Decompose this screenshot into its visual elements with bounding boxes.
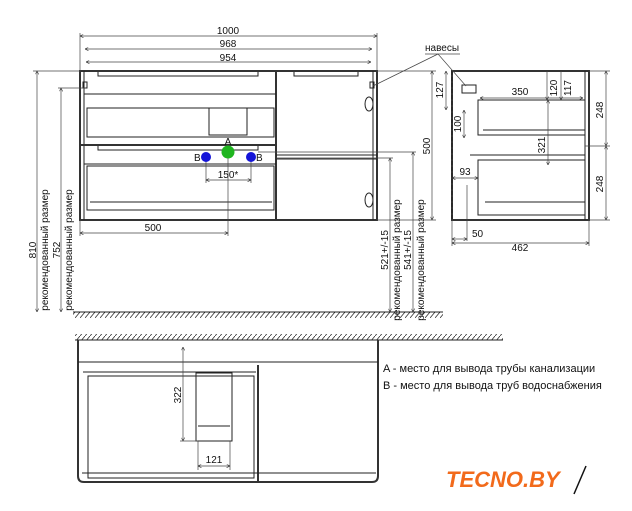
dim-541: 541+/-15 (403, 230, 414, 270)
side-view: навесы 127 120 117 350 100 321 93 248 24… (372, 43, 610, 254)
front-view: 1000 968 954 500 150* A B B 810 рекоменд… (28, 26, 443, 321)
label-a: A (225, 137, 232, 148)
wall-hatch (75, 334, 503, 340)
dim-350: 350 (512, 87, 529, 98)
dim-117: 117 (563, 80, 574, 96)
dim-127: 127 (435, 81, 446, 98)
dim-521: 521+/-15 (380, 230, 391, 270)
hinge-cup-icon (364, 192, 374, 208)
recommended-size-label: рекомендованный размер (64, 189, 75, 311)
logo-text: TECNO.BY (446, 467, 562, 492)
dim-954: 954 (220, 53, 237, 64)
recommended-size-label: рекомендованный размер (40, 189, 51, 311)
dim-322: 322 (173, 386, 184, 403)
point-b-left-marker (201, 152, 211, 162)
dim-121: 121 (206, 455, 223, 466)
dim-462: 462 (512, 243, 529, 254)
plan-view: 322 121 (75, 334, 503, 483)
dim-810: 810 (28, 241, 39, 258)
floor-hatch (73, 312, 443, 318)
dim-500-height: 500 (422, 137, 433, 154)
dim-150: 150* (218, 170, 239, 181)
dim-752: 752 (52, 241, 63, 258)
dim-248-bottom: 248 (595, 175, 606, 192)
label-b-right: B (256, 153, 263, 164)
point-a-marker (221, 145, 235, 159)
recommended-size-label: рекомендованный размер (416, 199, 427, 321)
legend-b: B - место для вывода труб водоснабжения (383, 380, 602, 392)
dim-1000: 1000 (217, 26, 240, 37)
dim-120: 120 (549, 79, 560, 96)
dim-248-top: 248 (595, 101, 606, 118)
point-b-right-marker (246, 152, 256, 162)
dim-100: 100 (453, 115, 464, 132)
hinges-label: навесы (425, 43, 459, 54)
hinge-icon (369, 81, 375, 89)
legend-a: A - место для вывода трубы канализации (383, 363, 595, 375)
label-b-left: B (194, 153, 201, 164)
dim-93: 93 (459, 167, 471, 178)
dim-321: 321 (537, 136, 548, 153)
logo-bolt-icon (573, 465, 587, 495)
recommended-size-label: рекомендованный размер (392, 199, 403, 321)
hinge-cup-icon (364, 96, 374, 112)
hinge-icon (461, 84, 477, 94)
dim-500-offset: 500 (145, 223, 162, 234)
dim-968: 968 (220, 39, 237, 50)
tecno-logo: TECNO.BY (446, 465, 587, 495)
dim-50: 50 (472, 229, 484, 240)
